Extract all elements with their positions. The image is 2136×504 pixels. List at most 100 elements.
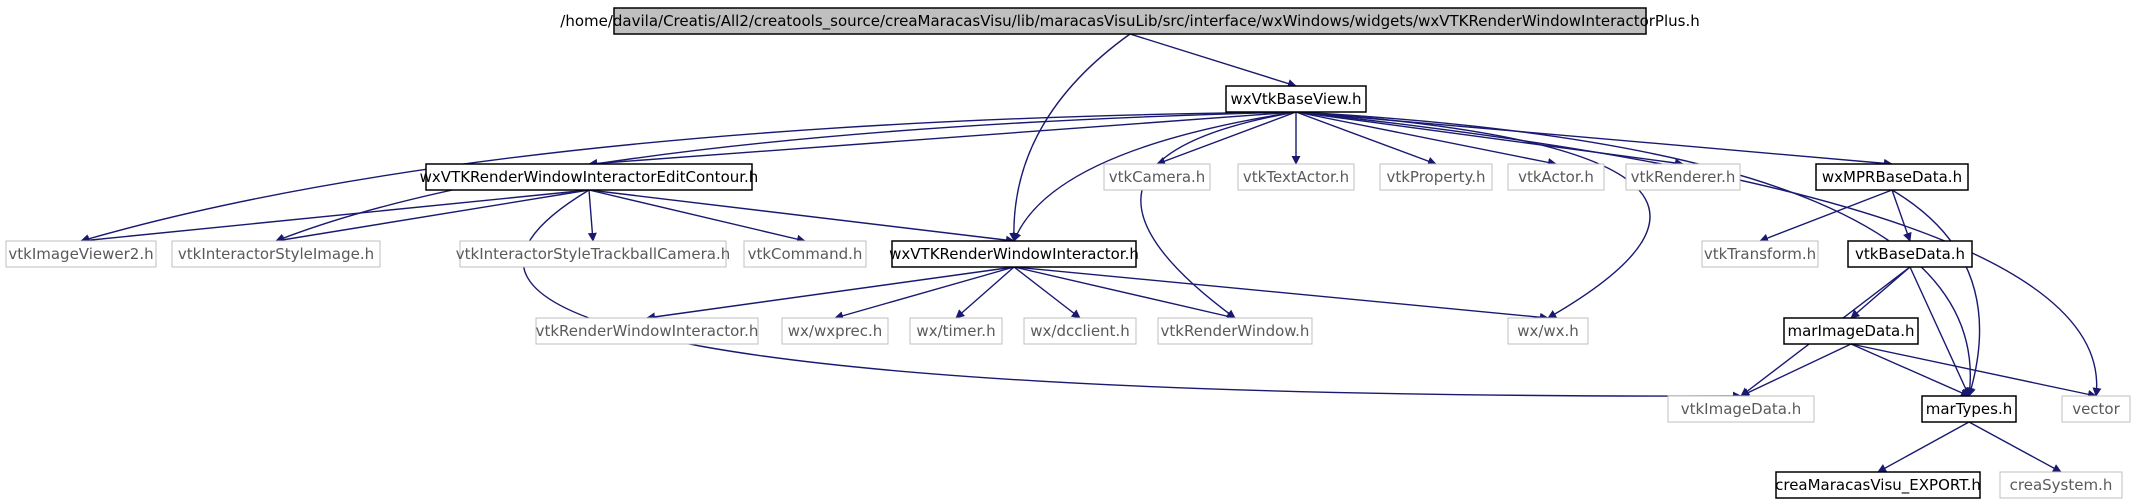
node-label: wx/wx.h — [1517, 322, 1579, 340]
node-box — [1023, 317, 1137, 345]
node-stylelimg[interactable]: vtkInteractorStyleImage.h — [171, 240, 381, 268]
node-label: creaSystem.h — [2010, 476, 2113, 494]
node-textactor[interactable]: vtkTextActor.h — [1237, 163, 1355, 191]
node-martypes[interactable]: marTypes.h — [1921, 395, 2017, 423]
edge-baseview-to-rwi — [1012, 111, 1297, 242]
node-label: wxVTKRenderWindowInteractor.h — [889, 245, 1139, 263]
node-renderer[interactable]: vtkRenderer.h — [1625, 163, 1741, 191]
node-root[interactable]: /home/davila/Creatis/All2/creatools_sour… — [560, 7, 1700, 35]
node-label: vtkImageViewer2.h — [8, 245, 153, 263]
edge-baseview-to-editcontour — [588, 111, 1297, 168]
node-trackball[interactable]: vtkInteractorStyleTrackballCamera.h — [456, 240, 730, 268]
node-box — [1667, 395, 1815, 423]
node-wx[interactable]: wx/wx.h — [1507, 317, 1589, 345]
edge-editcontour-to-viewer2 — [80, 189, 590, 245]
node-box — [743, 240, 867, 268]
node-label: wx/wxprec.h — [788, 322, 882, 340]
edge-vtkbase-to-marimage — [1850, 266, 1911, 319]
edge-marimage-to-martypes — [1850, 343, 1970, 397]
node-label: creaMaracasVisu_EXPORT.h — [1775, 476, 1981, 495]
node-label: /home/davila/Creatis/All2/creatools_sour… — [560, 12, 1699, 31]
edge-editcontour-to-stylelimg — [275, 189, 590, 245]
node-label: vtkProperty.h — [1386, 168, 1485, 186]
node-box — [2061, 395, 2131, 423]
node-label: vtkRenderWindow.h — [1161, 322, 1310, 340]
node-vtkrwi[interactable]: vtkRenderWindowInteractor.h — [535, 317, 759, 345]
node-box — [1701, 240, 1819, 268]
edge-baseview-to-renderer — [1295, 111, 1684, 168]
node-label: wx/dcclient.h — [1030, 322, 1129, 340]
node-imagedata[interactable]: vtkImageData.h — [1667, 395, 1815, 423]
node-label: vtkTransform.h — [1704, 245, 1816, 263]
edge-mprbase-to-transform — [1759, 189, 1893, 243]
node-wxprec[interactable]: wx/wxprec.h — [781, 317, 889, 345]
node-box — [1783, 317, 1919, 345]
edge-baseview-to-camera — [1156, 111, 1297, 166]
node-label: vtkRenderer.h — [1631, 168, 1736, 186]
edge-martypes-to-export — [1877, 421, 1970, 473]
node-box — [1921, 395, 2017, 423]
node-box — [781, 317, 889, 345]
node-box — [1225, 85, 1367, 113]
node-camera[interactable]: vtkCamera.h — [1103, 163, 1211, 191]
node-box — [535, 317, 759, 345]
node-box — [1999, 471, 2123, 499]
node-box — [425, 163, 753, 191]
edge-baseview-to-stylelimg — [275, 111, 1297, 243]
node-label: vtkCommand.h — [748, 245, 863, 263]
node-box — [891, 240, 1137, 268]
edge-baseview-to-property — [1295, 111, 1437, 166]
node-box — [1103, 163, 1211, 191]
node-box — [909, 317, 1003, 345]
node-viewer2[interactable]: vtkImageViewer2.h — [5, 240, 157, 268]
node-property[interactable]: vtkProperty.h — [1379, 163, 1493, 191]
node-dcclient[interactable]: wx/dcclient.h — [1023, 317, 1137, 345]
node-label: wxMPRBaseData.h — [1822, 168, 1962, 186]
edge-rwi-to-vtkrwi — [646, 266, 1015, 322]
node-box — [1507, 163, 1605, 191]
node-label: marImageData.h — [1787, 322, 1914, 340]
node-rwi[interactable]: wxVTKRenderWindowInteractor.h — [889, 240, 1139, 268]
edge-editcontour-to-command — [588, 189, 806, 244]
node-timer[interactable]: wx/timer.h — [909, 317, 1003, 345]
node-label: wxVTKRenderWindowInteractorEditContour.h — [420, 168, 759, 186]
edge-baseview-to-vector — [1295, 111, 2102, 397]
node-label: vtkImageData.h — [1681, 400, 1802, 418]
edge-rwi-to-timer — [955, 266, 1015, 319]
node-command[interactable]: vtkCommand.h — [743, 240, 867, 268]
node-label: vtkInteractorStyleTrackballCamera.h — [456, 245, 730, 263]
node-box — [1847, 240, 1973, 268]
edge-marimage-to-vector — [1850, 343, 2097, 399]
node-baseview[interactable]: wxVtkBaseView.h — [1225, 85, 1367, 113]
node-vtkbase[interactable]: vtkBaseData.h — [1847, 240, 1973, 268]
node-label: vtkRenderWindowInteractor.h — [536, 322, 759, 340]
edge-baseview-to-viewer2 — [80, 111, 1297, 244]
node-box — [1379, 163, 1493, 191]
node-box — [1815, 163, 1969, 191]
node-transform[interactable]: vtkTransform.h — [1701, 240, 1819, 268]
edge-rwi-to-wxprec — [834, 266, 1015, 321]
node-mprbase[interactable]: wxMPRBaseData.h — [1815, 163, 1969, 191]
node-renderwin[interactable]: vtkRenderWindow.h — [1157, 317, 1313, 345]
node-box — [1507, 317, 1589, 345]
edge-vtkbase-to-martypes — [1909, 266, 1970, 397]
node-editcontour[interactable]: wxVTKRenderWindowInteractorEditContour.h — [420, 163, 759, 191]
edge-rwi-to-dcclient — [1013, 266, 1081, 319]
node-actor[interactable]: vtkActor.h — [1507, 163, 1605, 191]
node-box — [1625, 163, 1741, 191]
node-box — [5, 240, 157, 268]
node-system[interactable]: creaSystem.h — [1999, 471, 2123, 499]
node-export[interactable]: creaMaracasVisu_EXPORT.h — [1775, 471, 1981, 499]
node-label: vtkInteractorStyleImage.h — [178, 245, 374, 263]
node-label: vector — [2072, 400, 2120, 418]
node-box — [1237, 163, 1355, 191]
edge-baseview-to-martypes — [1295, 111, 1975, 397]
nodes: /home/davila/Creatis/All2/creatools_sour… — [5, 7, 2131, 499]
edge-mprbase-to-martypes — [1891, 189, 1981, 397]
node-label: wx/timer.h — [916, 322, 995, 340]
node-marimage[interactable]: marImageData.h — [1783, 317, 1919, 345]
node-vector[interactable]: vector — [2061, 395, 2131, 423]
node-box — [613, 7, 1647, 35]
edge-baseview-to-actor — [1295, 111, 1557, 167]
